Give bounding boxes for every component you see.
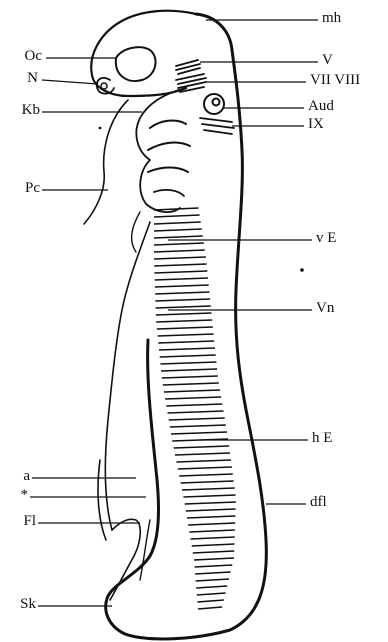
somite [175,453,230,455]
somite [154,264,206,266]
somite [165,397,221,399]
somite [154,271,207,273]
somite [154,222,201,224]
somite [154,257,206,259]
somite [162,376,218,378]
somite [154,250,205,252]
nasal-dot [101,83,107,89]
leader-n [42,80,98,84]
somite [188,523,235,525]
somite [154,229,202,231]
somite [198,607,222,609]
somite [157,327,213,329]
somite [161,369,217,371]
somite [154,236,203,238]
somite [197,593,226,595]
somite [168,411,224,413]
somite [154,215,200,217]
somite [169,418,225,420]
somite [155,299,210,301]
somite [195,572,231,574]
somite [186,509,236,511]
somite [189,530,235,532]
somite [187,516,235,518]
nerve-ix [200,118,234,134]
gill-arch-2 [148,143,190,150]
somite [156,313,212,315]
somite [178,467,232,469]
somite [185,502,236,504]
somite [158,341,214,343]
somite [154,243,204,245]
gill-arch-1 [150,121,186,128]
somite [191,537,235,539]
ventral-contour [105,222,150,530]
somite [181,481,234,483]
somite [183,495,235,497]
eye-cup [116,47,156,81]
somite [159,348,215,350]
somite [158,334,214,336]
somite [155,292,209,294]
speck-mark-2 [99,127,102,130]
gill-arch-3 [148,168,188,173]
somite [194,558,234,560]
somite [170,425,226,427]
somite [176,460,231,462]
gill-arch-4 [154,190,184,196]
somite [156,306,211,308]
auditory-vesicle-core [213,99,220,106]
speck-mark [300,268,304,272]
somite [196,586,227,588]
somite [192,544,235,546]
somite [197,600,224,602]
somite [164,390,220,392]
somite [196,579,229,581]
somite [174,446,230,448]
somite [160,355,216,357]
gill-arch-region [136,88,186,212]
somites [154,208,236,609]
pericardium-outline [84,100,128,224]
fin-fold [140,520,150,580]
pericardium-inner [132,212,140,252]
somite [171,432,227,434]
somite [163,383,219,385]
somite [193,551,234,553]
somite [160,362,216,364]
nerve-v [176,60,200,74]
somite [154,208,199,210]
somite [156,320,212,322]
somite [182,488,235,490]
leader-lines [30,20,318,606]
somite [179,474,233,476]
somite [166,404,222,406]
somite [155,285,209,287]
somite [155,278,208,280]
somite [195,565,233,567]
